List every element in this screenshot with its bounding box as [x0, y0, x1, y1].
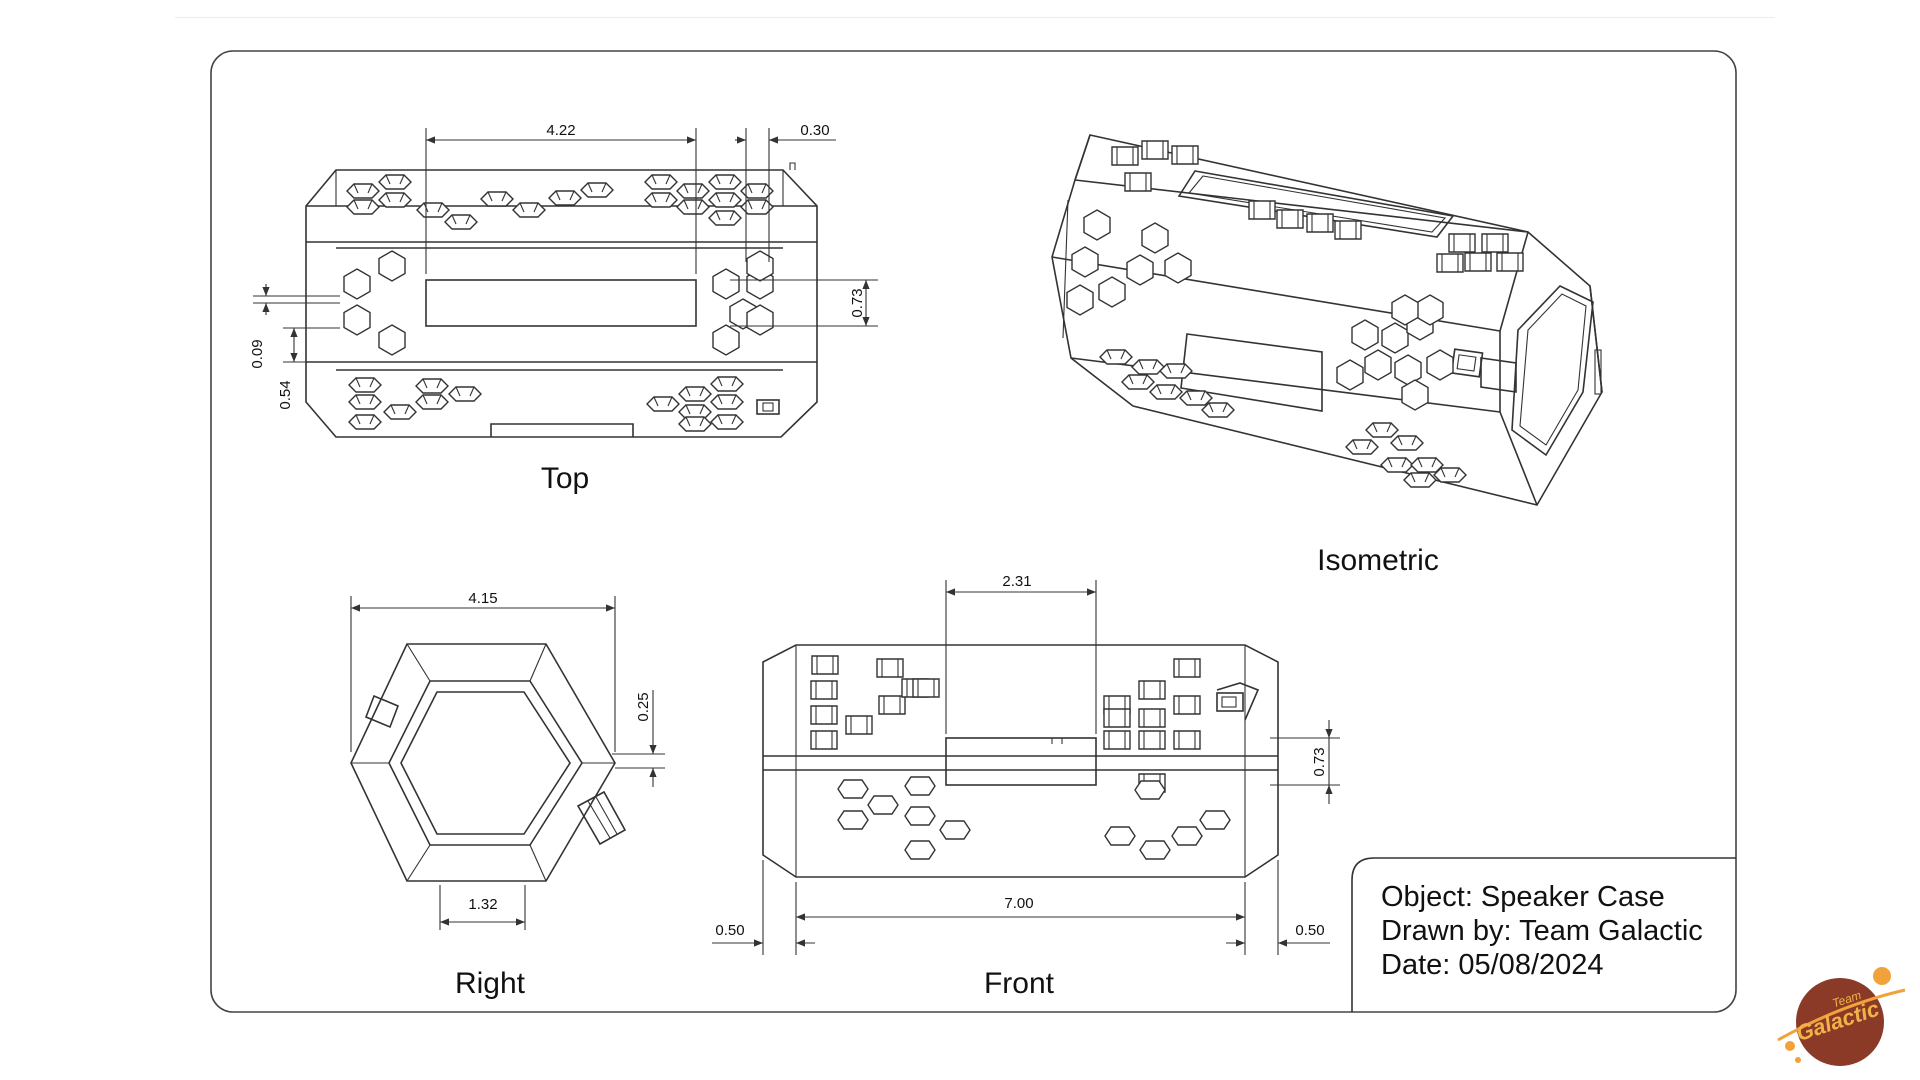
- top-divider: [175, 17, 1775, 18]
- front-view-dimensions: [712, 580, 1340, 955]
- team-galactic-logo: Team Galactic: [1777, 967, 1906, 1066]
- right-view: [350, 643, 627, 882]
- sheet-border: [210, 50, 1737, 1013]
- dim-top-small: 0.09: [249, 339, 266, 368]
- dim-front-left: 0.50: [715, 922, 744, 939]
- dim-right-bottom: 1.32: [468, 896, 497, 913]
- dim-top-width: 4.22: [546, 122, 575, 139]
- dim-right-width: 4.15: [468, 590, 497, 607]
- title-drawn-by: Drawn by: Team Galactic: [1381, 915, 1703, 947]
- front-view: [762, 644, 1279, 878]
- title-object: Object: Speaker Case: [1381, 881, 1665, 913]
- dim-top-side: 0.54: [277, 380, 294, 409]
- isometric-view: [1051, 134, 1603, 506]
- dim-top-offset: 0.30: [800, 122, 829, 139]
- right-view-dimensions: [350, 596, 665, 930]
- top-view-dimensions: [253, 128, 878, 363]
- dim-front-top: 2.31: [1002, 573, 1031, 590]
- title-date: Date: 05/08/2024: [1381, 949, 1604, 981]
- view-label-right: Right: [455, 967, 526, 1000]
- dim-front-height: 0.73: [1311, 747, 1328, 776]
- dim-top-height: 0.73: [849, 288, 866, 317]
- view-label-isometric: Isometric: [1317, 544, 1439, 577]
- view-label-front: Front: [984, 967, 1055, 1000]
- view-label-top: Top: [541, 462, 589, 495]
- dim-front-width: 7.00: [1004, 895, 1033, 912]
- title-block: Object: Speaker Case Drawn by: Team Gala…: [1351, 857, 1736, 1012]
- dim-front-right: 0.50: [1295, 922, 1324, 939]
- dim-right-offset: 0.25: [635, 692, 652, 721]
- top-view: [305, 162, 818, 438]
